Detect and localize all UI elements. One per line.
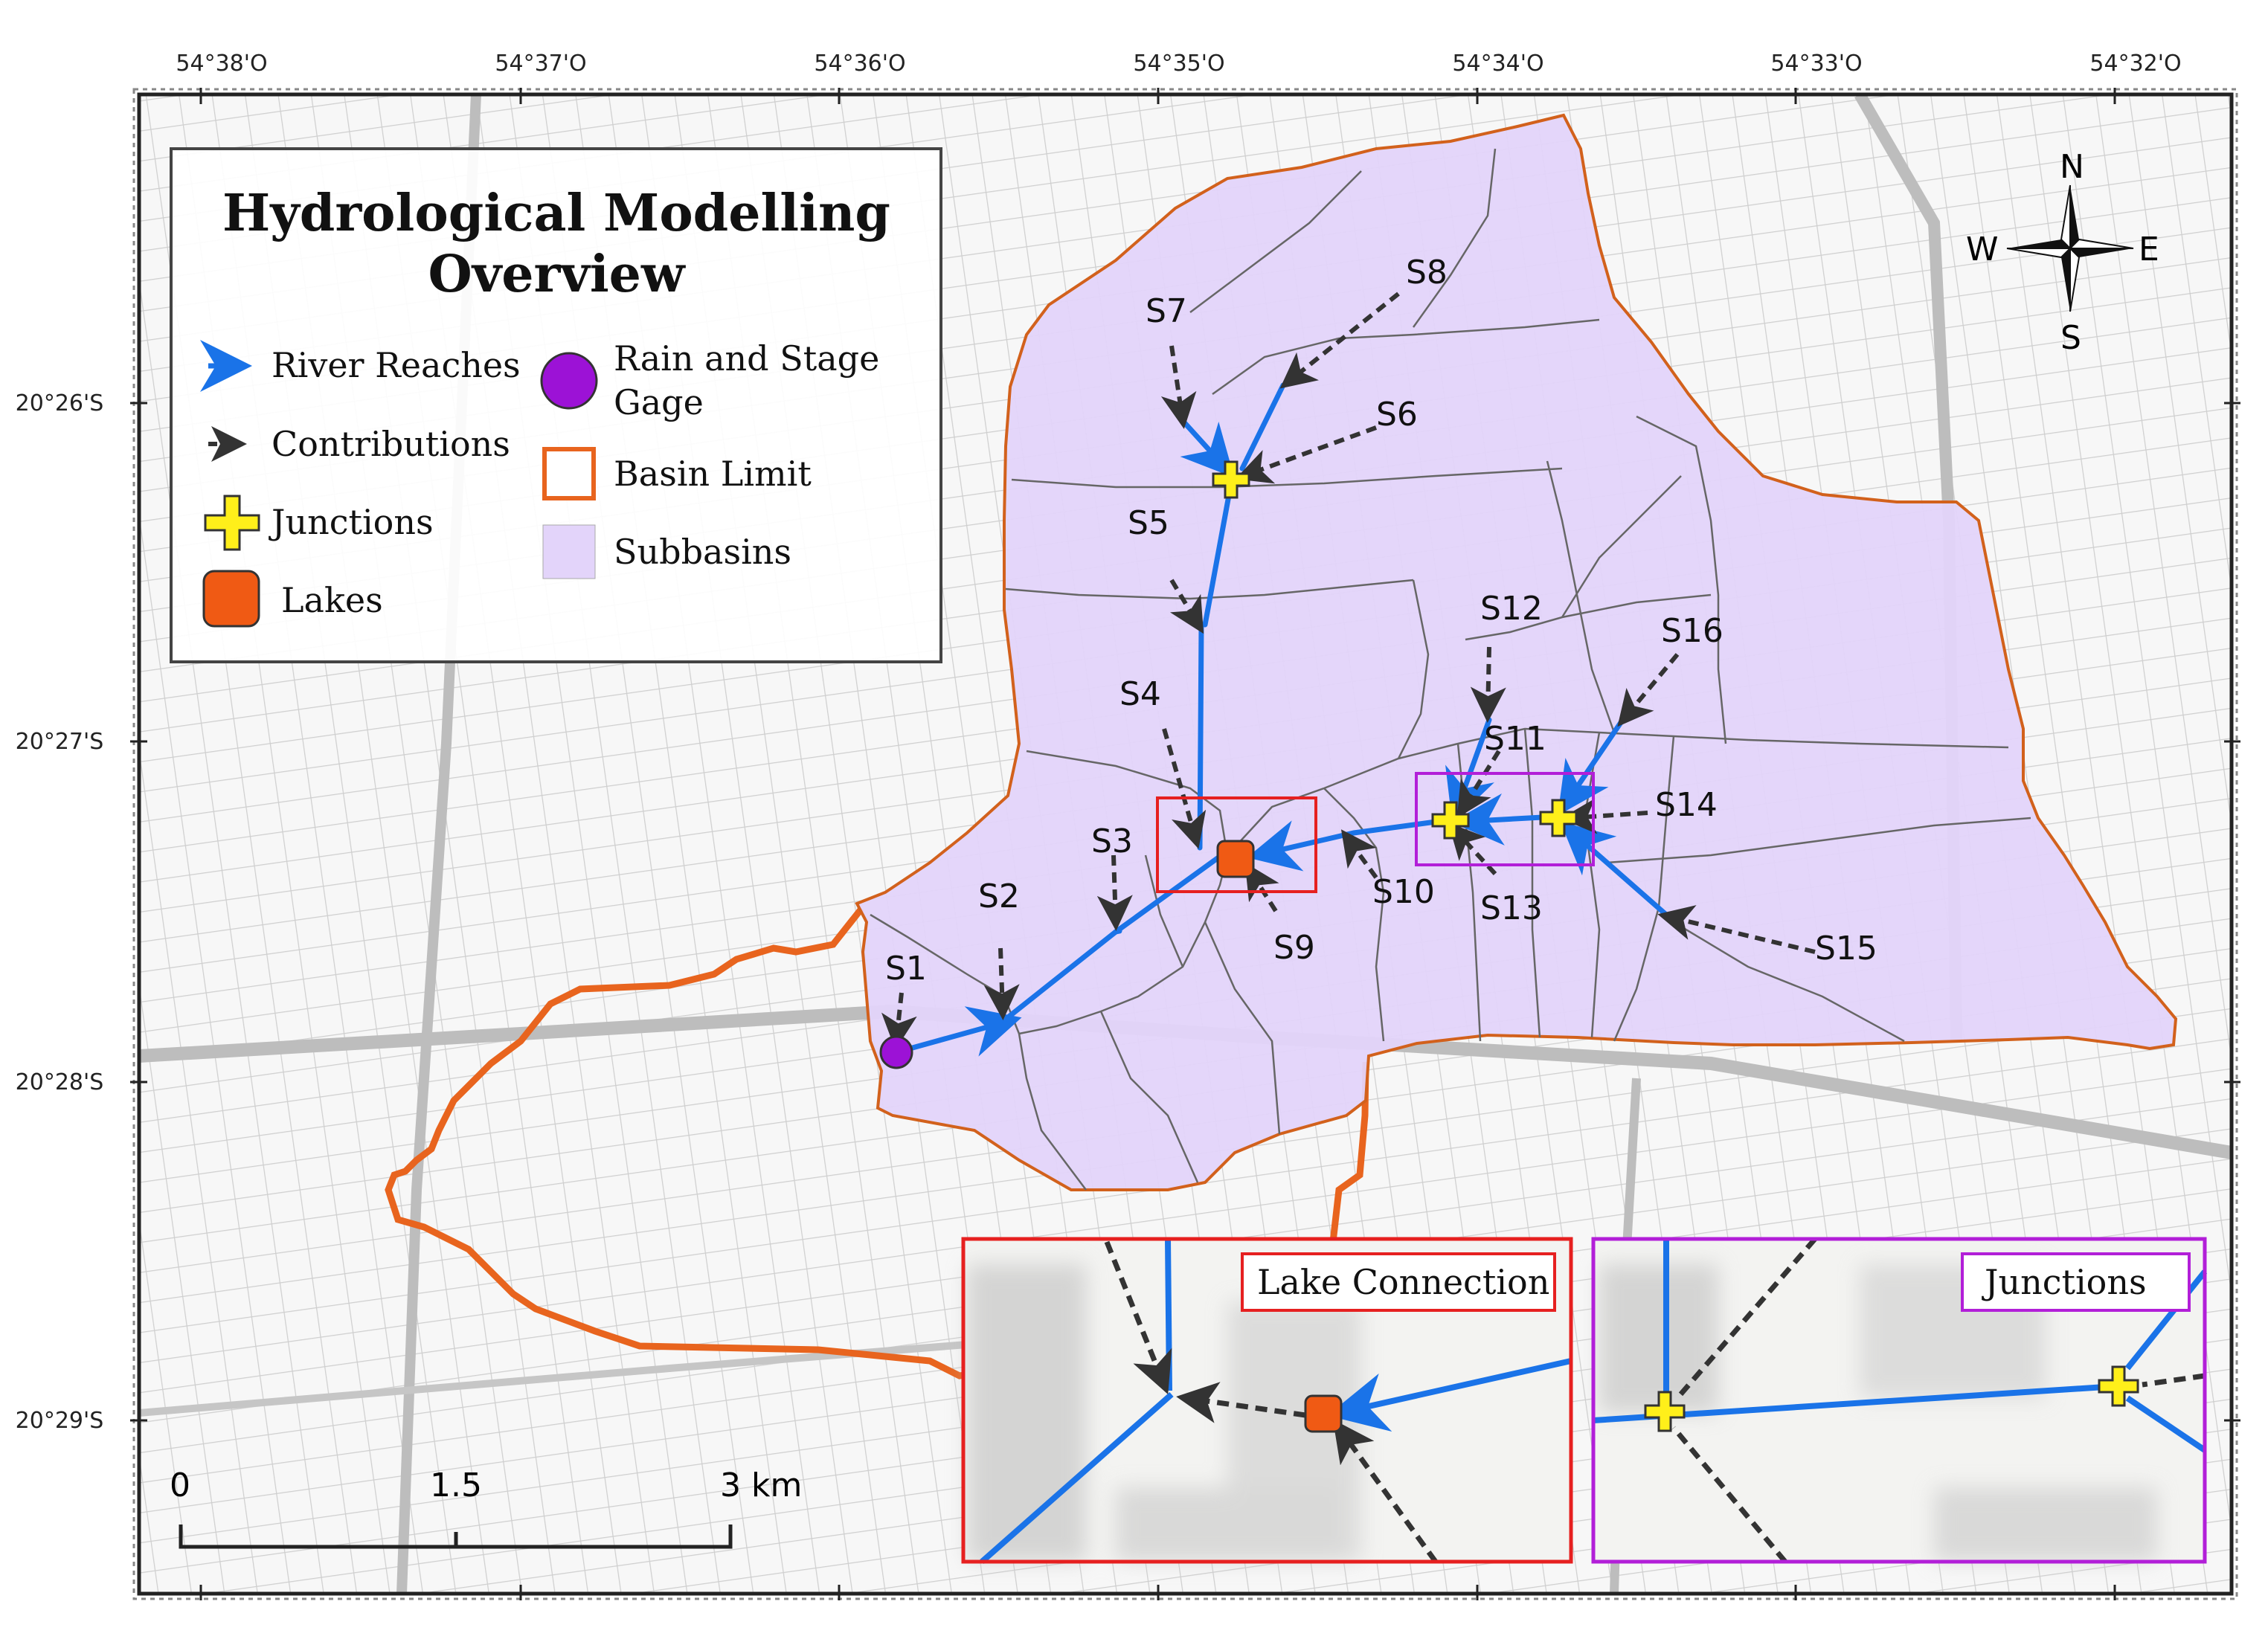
- junction-s14: [1539, 799, 1578, 837]
- legend-junctions: Junctions: [269, 502, 434, 542]
- lon-label: 54°37'O: [495, 51, 586, 77]
- junction-s11: [1431, 801, 1470, 840]
- label-s12: S12: [1480, 590, 1543, 628]
- label-s8: S8: [1406, 254, 1448, 292]
- left-axis-labels: 20°26'S 20°27'S 20°28'S 20°29'S: [16, 390, 104, 1434]
- lon-label: 54°32'O: [2089, 51, 2181, 77]
- lon-label: 54°38'O: [176, 51, 267, 77]
- label-s13: S13: [1480, 889, 1543, 927]
- river-reach-s3b: [1113, 928, 1122, 935]
- basin-limit-tail: [385, 907, 981, 1379]
- scale-label-0: 0: [170, 1466, 190, 1504]
- top-axis-labels: 54°38'O 54°37'O 54°36'O 54°35'O 54°34'O …: [176, 51, 2181, 77]
- label-s11: S11: [1484, 720, 1546, 758]
- junctions-inset: Junctions: [1591, 1237, 2208, 1564]
- label-s16: S16: [1661, 612, 1724, 650]
- lon-label: 54°36'O: [814, 51, 905, 77]
- lon-label: 54°35'O: [1133, 51, 1224, 77]
- legend-river: River Reaches: [272, 345, 521, 385]
- legend-contrib: Contributions: [272, 424, 510, 464]
- compass-s: S: [2060, 319, 2081, 357]
- junction-inset-frame: [1415, 772, 1595, 866]
- legend-basin: Basin Limit: [614, 454, 812, 494]
- map-frame: [137, 92, 2234, 1596]
- lat-label: 20°26'S: [16, 390, 104, 416]
- lake-connection-inset: Lake Connection: [961, 1237, 1573, 1564]
- scale-bar: 0 1.5 3 km: [170, 1466, 802, 1549]
- label-s2: S2: [978, 878, 1020, 915]
- river-reach-s2: [1001, 929, 1119, 1023]
- lat-label: 20°29'S: [16, 1408, 104, 1434]
- label-s10: S10: [1372, 873, 1435, 911]
- scale-label-1: 1.5: [430, 1466, 482, 1504]
- label-s7: S7: [1146, 292, 1187, 330]
- river-reach-s6: [1202, 480, 1234, 628]
- label-s3: S3: [1091, 822, 1133, 860]
- legend-title-1: Hydrological Modelling: [222, 184, 890, 243]
- label-s14: S14: [1655, 786, 1718, 824]
- grid-ticks: [130, 88, 2240, 1600]
- lake-symbol: [1216, 840, 1255, 878]
- lon-label: 54°33'O: [1770, 51, 1862, 77]
- junction-north: [1212, 460, 1250, 499]
- label-s4: S4: [1119, 675, 1161, 713]
- lat-label: 20°28'S: [16, 1069, 104, 1095]
- lake-inset-frame: [1156, 796, 1317, 893]
- junction-inset-title: Junctions: [1982, 1262, 2147, 1302]
- north-arrow: N S E W: [1966, 148, 2159, 357]
- lake-inset-title: Lake Connection: [1257, 1262, 1549, 1302]
- label-s9: S9: [1273, 929, 1315, 967]
- river-reach-s16: [1558, 718, 1625, 816]
- subbasin-labels: S1 S2 S3 S4 S5 S6 S7 S8 S9 S10 S11 S12 S…: [885, 254, 1877, 988]
- legend-lakes: Lakes: [281, 580, 383, 620]
- river-reach-s5: [1197, 623, 1204, 851]
- label-s15: S15: [1815, 930, 1877, 968]
- subbasins-area: [855, 113, 2178, 1191]
- legend-subbasins: Subbasins: [614, 532, 791, 572]
- legend-title-2: Overview: [428, 245, 686, 304]
- label-s5: S5: [1128, 504, 1169, 542]
- legend-gage-1: Rain and Stage: [614, 338, 879, 379]
- label-s1: S1: [885, 950, 927, 988]
- lat-label: 20°27'S: [16, 729, 104, 755]
- junction-symbols: [1212, 460, 1578, 840]
- legend: Hydrological Modelling Overview River Re…: [170, 147, 942, 663]
- compass-e: E: [2139, 231, 2159, 268]
- compass-w: W: [1966, 231, 1999, 268]
- river-reach-s15: [1560, 821, 1669, 918]
- lon-label: 54°34'O: [1452, 51, 1543, 77]
- compass-n: N: [2060, 148, 2084, 186]
- scale-label-2: 3 km: [720, 1466, 802, 1504]
- gage-symbol: [879, 1035, 913, 1069]
- legend-gage-2: Gage: [614, 382, 704, 422]
- label-s6: S6: [1376, 396, 1418, 434]
- river-reach-s7: [1180, 419, 1235, 478]
